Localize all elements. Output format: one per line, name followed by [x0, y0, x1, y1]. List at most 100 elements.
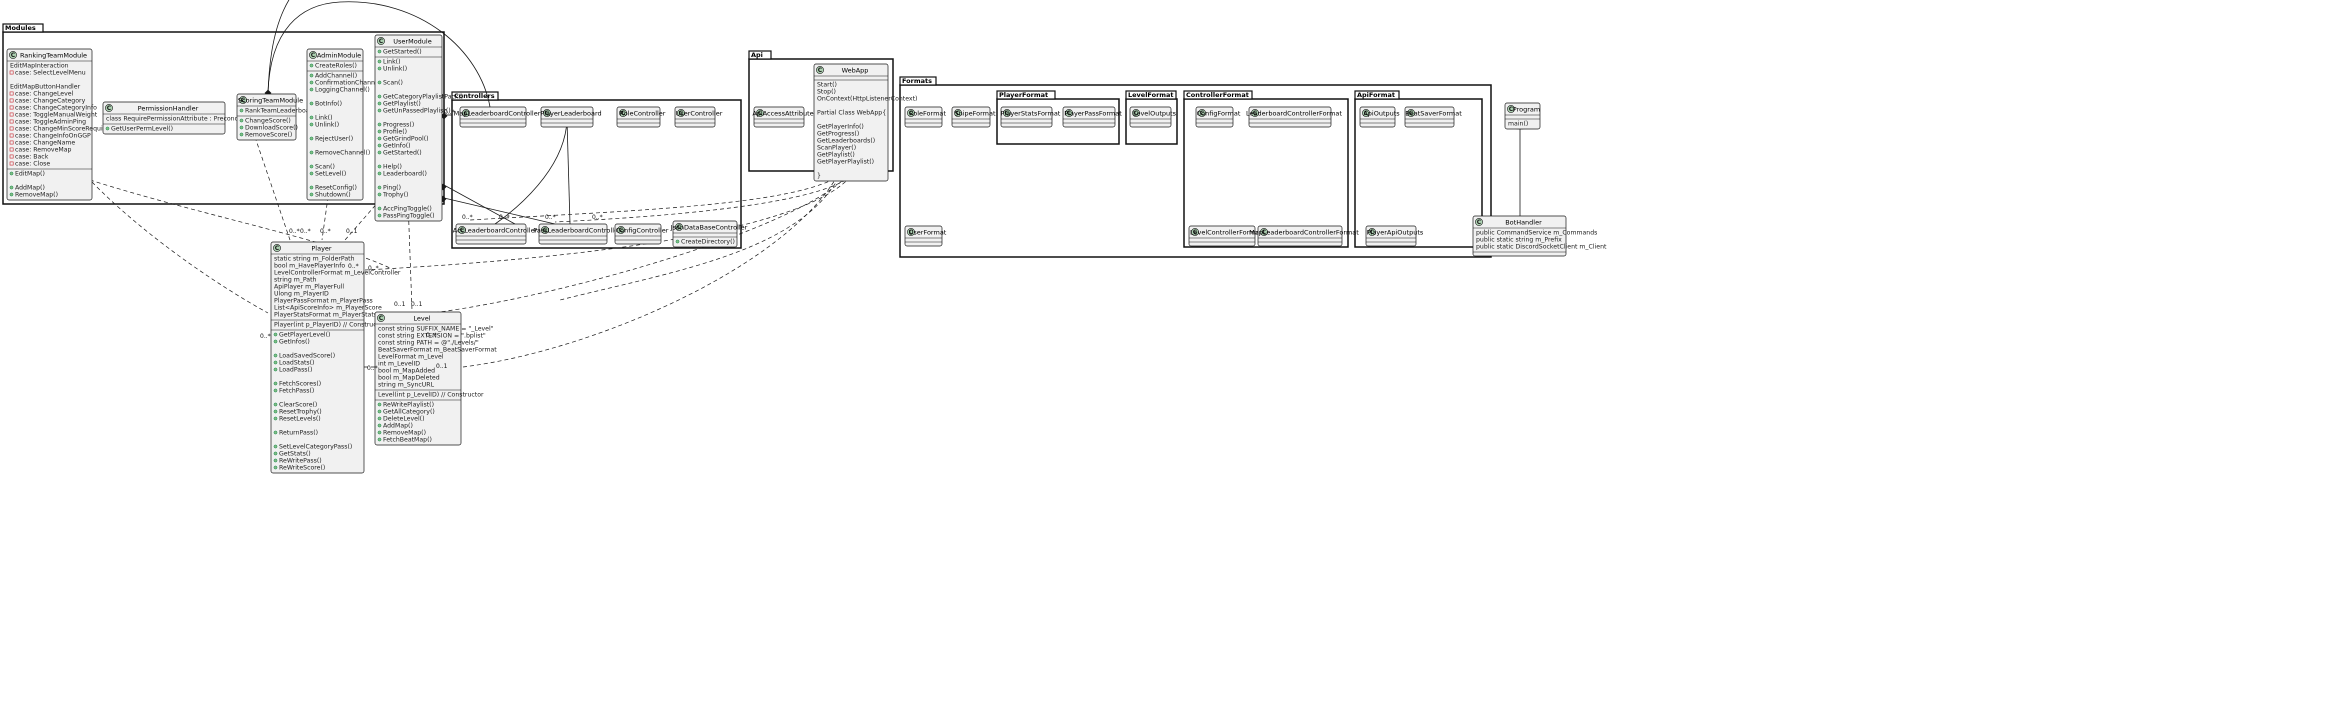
public-member-icon [309, 63, 314, 68]
class-member: PlayerPassFormat m_PlayerPass [274, 298, 373, 305]
class-member: List<ApiScoreInfo> m_PlayerScore [274, 305, 382, 312]
class-member: case: ChangeInfoOnGGP [15, 133, 91, 140]
class-member: ConfirmationChannel() [315, 80, 385, 87]
class-box [540, 106, 594, 128]
class-member: const string SUFFIX_NAME = "_Level" [378, 326, 494, 333]
class-member: ResetConfig() [315, 185, 357, 192]
class-name: PermissionHandler [138, 104, 199, 112]
class-badge-letter: C [1509, 106, 1514, 113]
class-name: UserController [676, 109, 723, 117]
public-member-icon [377, 80, 382, 85]
public-member-icon [273, 402, 278, 407]
relation-line-11 [344, 199, 381, 241]
relation-line-4 [566, 119, 571, 225]
class-member: GetProgress() [817, 131, 859, 138]
class-member: GetStats() [279, 451, 311, 458]
class-name: Player [311, 244, 332, 252]
class-badge-letter: C [379, 315, 384, 322]
class-badge-letter: C [11, 52, 16, 59]
class-name: AccLeaderboardController [453, 226, 538, 234]
class-badge-letter: C [1005, 110, 1010, 117]
class-member: Scan() [383, 80, 403, 87]
class-name: Program [1513, 105, 1540, 113]
class-member: GetUnPassedPlaylist() [383, 108, 451, 115]
class-member: class RequirePermissionAttribute : Preco… [106, 116, 280, 123]
class-badge-letter: C [1262, 229, 1267, 236]
package-tab [1183, 90, 1253, 100]
package-name: Controllers [454, 92, 495, 100]
class-member: AddMap() [383, 423, 413, 430]
package-tab [1354, 90, 1400, 100]
class-badge-icon [309, 51, 317, 59]
class-member: PassPingToggle() [383, 213, 435, 220]
class-member: ClearScore() [279, 402, 317, 409]
class-badge-icon [1065, 109, 1073, 117]
public-member-icon [377, 129, 382, 134]
public-member-icon [377, 164, 382, 169]
class-name: RoleController [620, 109, 666, 117]
class-member: EditMapInteraction [10, 63, 69, 70]
relation-line-16 [559, 164, 846, 301]
class-box [674, 106, 716, 128]
class-name: BotHandler [1505, 218, 1542, 226]
class-badge-letter: C [460, 227, 465, 234]
multiplicity-label: 0..* [592, 214, 603, 221]
class-badge-letter: C [1193, 229, 1198, 236]
multiplicity-label: 0..1 [436, 363, 448, 370]
class-badge-icon [1198, 109, 1206, 117]
class-box [753, 106, 805, 128]
class-member: ReWriteScore() [279, 465, 325, 472]
class-member: CreateRoles() [315, 63, 357, 70]
public-member-icon [377, 136, 382, 141]
relation-line-6 [443, 197, 556, 225]
class-member: Link() [383, 59, 401, 66]
class-badge-icon [543, 109, 551, 117]
package-playerformat: PlayerFormat [996, 90, 1120, 145]
public-member-icon [273, 465, 278, 470]
class-member: case: ChangeCategoryInfo [15, 105, 97, 112]
public-member-icon [273, 409, 278, 414]
class-member: Ulong m_PlayerID [274, 291, 329, 298]
relation-line-15 [364, 164, 859, 271]
package-tab [2, 23, 44, 33]
class-box [1365, 225, 1417, 247]
multiplicity-label: 0..* [300, 228, 311, 235]
class-member: main() [1508, 121, 1528, 128]
class-member: Level(int p_LevelID) // Constructor [378, 392, 484, 399]
class-member: ChangeScore() [245, 118, 291, 125]
class-member: FetchScores() [279, 381, 321, 388]
class-badge-letter: C [909, 229, 914, 236]
relation-line-5 [443, 184, 516, 225]
class-name: MapLeaderboardController [454, 109, 541, 117]
private-member-icon [9, 119, 14, 124]
public-member-icon [239, 108, 244, 113]
class-member: LevelControllerFormat m_LevelController [274, 270, 401, 277]
class-name: JsonDataBaseController [670, 223, 748, 231]
package-tab [899, 76, 937, 86]
class-member: BeatSaverFormat m_BeatSaverFormat [378, 347, 497, 354]
class-member: GetAllCategory() [383, 409, 435, 416]
class-member: FetchBeatMap() [383, 437, 432, 444]
public-member-icon [239, 132, 244, 137]
class-member: BotInfo() [315, 101, 342, 108]
class-badge-letter: C [679, 110, 684, 117]
class-box [306, 48, 364, 201]
multiplicity-labels-layer: 0..*0..*0..*0..*0..*0..*0..*0..10..*0..1… [260, 109, 603, 372]
class-badge-icon [377, 314, 385, 322]
class-box [1248, 106, 1332, 128]
private-member-icon [9, 91, 14, 96]
class-badge-letter: C [1253, 110, 1258, 117]
class-name: PassLeaderboardController [533, 226, 621, 234]
